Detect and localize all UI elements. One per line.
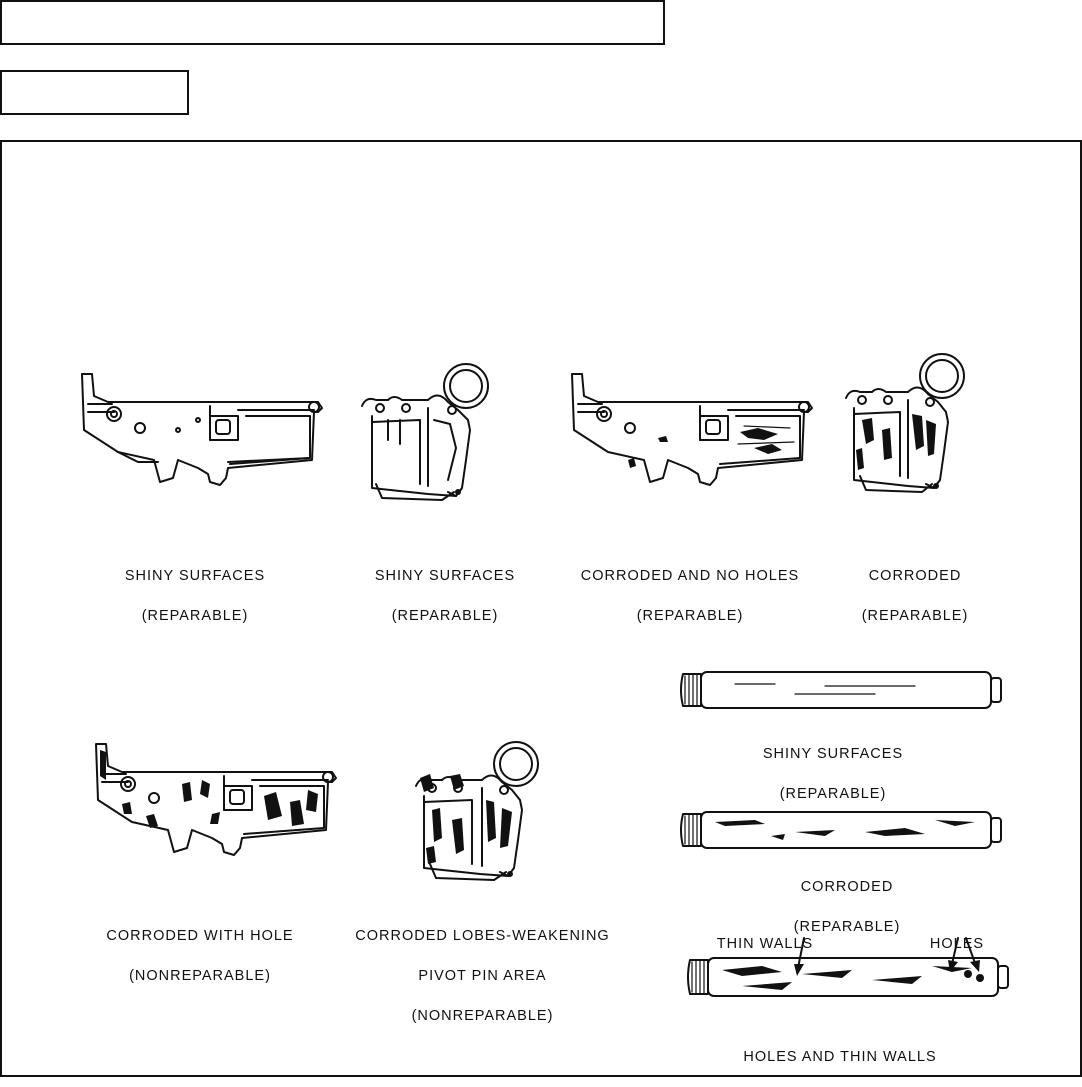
caption-receiver-corroded-hole: CORRODED WITH HOLE (NONREPARABLE) bbox=[85, 906, 315, 1006]
caption-line: CORRODED AND NO HOLES bbox=[580, 568, 800, 584]
caption-line: CORRODED bbox=[868, 568, 962, 584]
caption-line: (NONREPARABLE) bbox=[411, 1008, 554, 1024]
caption-line: SHINY SURFACES bbox=[374, 568, 516, 584]
title-box bbox=[0, 0, 665, 45]
tube-shiny-illustration bbox=[680, 671, 1002, 709]
caption-tube-holes: HOLES AND THIN WALLS bbox=[710, 1027, 970, 1087]
caption-line: (NONREPARABLE) bbox=[129, 968, 271, 984]
callout-label: THIN WALLS bbox=[716, 936, 814, 952]
caption-line: HOLES AND THIN WALLS bbox=[743, 1049, 937, 1065]
tube-corroded-illustration bbox=[680, 811, 1002, 849]
caption-line: (REPARABLE) bbox=[391, 608, 499, 624]
receiver-side-corroded-illustration bbox=[571, 373, 813, 486]
caption-line: (REPARABLE) bbox=[793, 919, 901, 935]
caption-line: CORRODED LOBES-WEAKENING bbox=[355, 928, 610, 944]
caption-line: (REPARABLE) bbox=[861, 608, 969, 624]
caption-line: (REPARABLE) bbox=[141, 608, 249, 624]
subtitle-box bbox=[0, 70, 189, 115]
tube-holes-illustration bbox=[687, 937, 1009, 997]
caption-line: PIVOT PIN AREA bbox=[418, 968, 547, 984]
caption-receiver-corroded-lobes: CORRODED LOBES-WEAKENING PIVOT PIN AREA … bbox=[330, 906, 635, 1046]
caption-receiver-shiny-end: SHINY SURFACES (REPARABLE) bbox=[345, 546, 545, 646]
figure-frame bbox=[0, 140, 1082, 1077]
caption-tube-corroded: CORRODED (REPARABLE) bbox=[747, 857, 947, 957]
caption-line: SHINY SURFACES bbox=[762, 746, 904, 762]
receiver-side-hole-illustration bbox=[95, 743, 337, 856]
caption-tube-shiny: SHINY SURFACES (REPARABLE) bbox=[733, 724, 933, 824]
receiver-end-corroded-illustration bbox=[845, 353, 965, 493]
callout-label: HOLES bbox=[929, 936, 985, 952]
receiver-end-lobes-illustration bbox=[415, 741, 539, 881]
callout-holes: HOLES bbox=[912, 914, 1002, 974]
receiver-end-shiny-illustration bbox=[361, 363, 489, 501]
caption-line: SHINY SURFACES bbox=[124, 568, 266, 584]
caption-line: CORRODED WITH HOLE bbox=[106, 928, 294, 944]
caption-line: (REPARABLE) bbox=[779, 786, 887, 802]
caption-line: (REPARABLE) bbox=[636, 608, 744, 624]
callout-thin-walls: THIN WALLS bbox=[695, 914, 835, 974]
caption-receiver-corroded-end: CORRODED (REPARABLE) bbox=[835, 546, 995, 646]
caption-receiver-shiny-side: SHINY SURFACES (REPARABLE) bbox=[95, 546, 295, 646]
caption-receiver-corroded-no-holes: CORRODED AND NO HOLES (REPARABLE) bbox=[555, 546, 825, 646]
receiver-side-shiny-illustration bbox=[81, 373, 323, 486]
caption-line: CORRODED bbox=[800, 879, 894, 895]
